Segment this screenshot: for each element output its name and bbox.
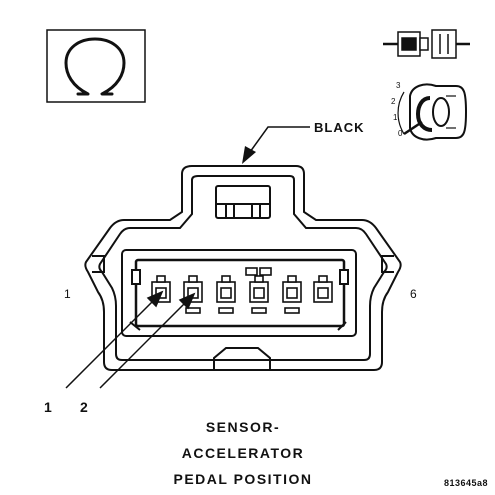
probe-scale-2: 2 — [391, 97, 396, 106]
terminal-5 — [282, 275, 302, 314]
callout-1-label: 1 — [44, 399, 52, 415]
pin-right-label: 6 — [410, 287, 417, 301]
wire-color-callout: BLACK — [242, 120, 365, 164]
ohm-legend — [46, 29, 146, 103]
connector-halves-icon — [383, 29, 470, 59]
caption: SENSOR- ACCELERATOR PEDAL POSITION — [174, 419, 313, 487]
caption-line-1: SENSOR- — [206, 419, 280, 435]
ohm-omega-icon — [64, 37, 126, 96]
terminal-6 — [313, 275, 333, 303]
callout-leaders — [65, 290, 196, 389]
terminal-row — [151, 267, 333, 314]
figure-id: 813645a8 — [444, 478, 488, 488]
probe-scale-1: 1 — [393, 113, 398, 122]
wire-color-label: BLACK — [314, 120, 365, 135]
caption-line-2: ACCELERATOR — [182, 445, 305, 461]
callout-2-label: 2 — [80, 399, 88, 415]
multimeter-probe-icon: 3 2 1 0 — [391, 81, 468, 141]
caption-line-3: PEDAL POSITION — [174, 471, 313, 487]
probe-scale-0: 0 — [398, 129, 403, 138]
pin-left-label: 1 — [64, 287, 71, 301]
ohm-legend-box — [46, 29, 146, 103]
terminal-3 — [216, 275, 236, 314]
connector-body — [84, 165, 402, 371]
terminal-4 — [245, 267, 272, 314]
probe-scale-3: 3 — [396, 81, 401, 90]
